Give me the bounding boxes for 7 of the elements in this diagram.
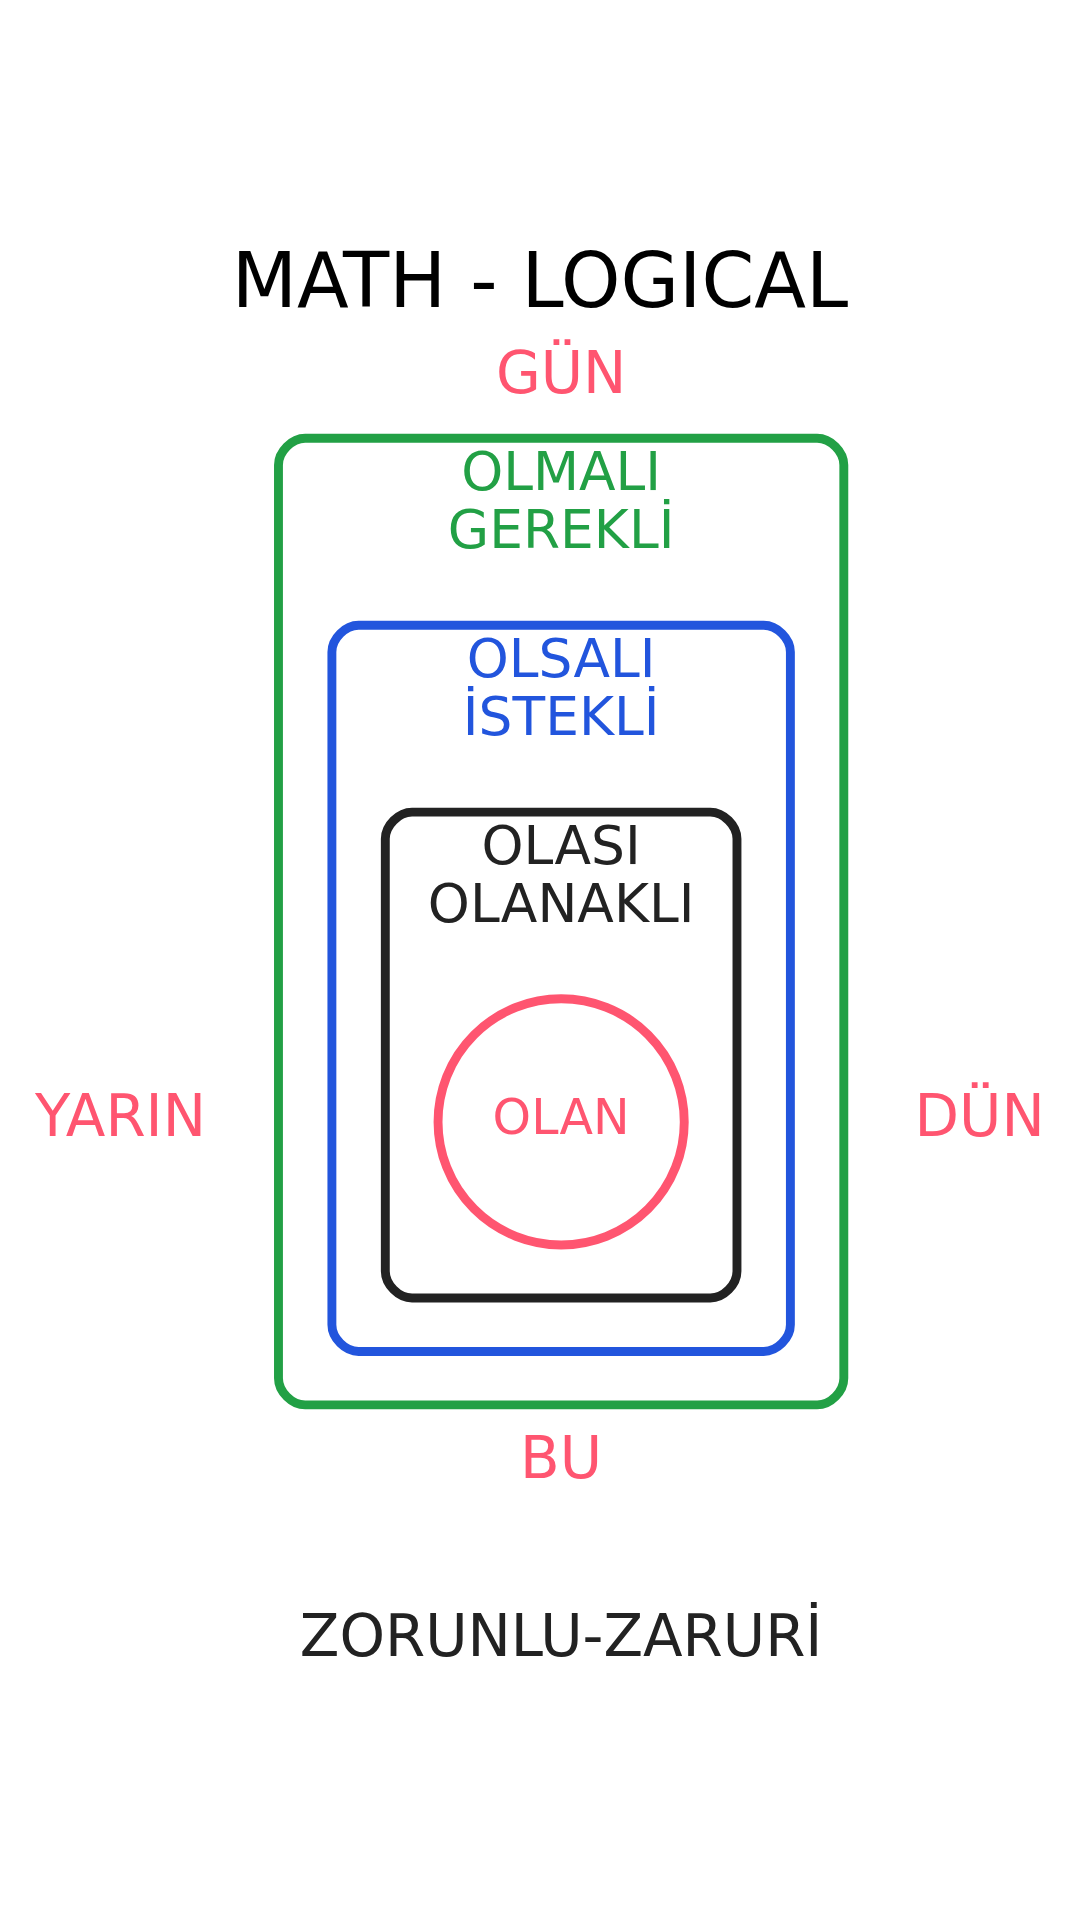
diagram-title: MATH - LOGICAL	[231, 236, 849, 325]
label: YARIN	[34, 1081, 206, 1150]
node-circle: OLAN	[433, 993, 689, 1249]
label: GÜN	[495, 338, 627, 407]
label: ZORUNLU-ZARURİ	[299, 1601, 823, 1670]
label: DÜN	[914, 1081, 1045, 1150]
label: BU	[520, 1423, 603, 1492]
